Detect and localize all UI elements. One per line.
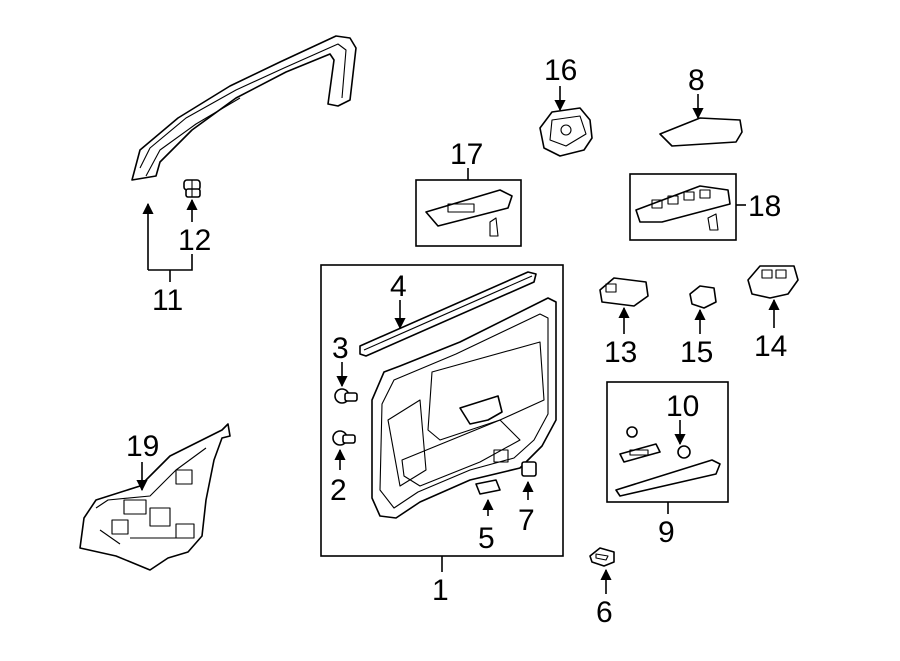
callout-15: 15 — [680, 336, 713, 369]
part-9-inner-handle-assembly — [615, 426, 721, 497]
part-3-clip — [334, 388, 358, 404]
part-8-armrest-pad — [659, 117, 743, 147]
part-13-switch — [599, 277, 649, 307]
part-4-weatherstrip — [359, 271, 537, 357]
part-7-cap — [521, 461, 537, 477]
part-16-actuator — [539, 107, 593, 157]
leader-11-12 — [142, 198, 198, 282]
callout-6: 6 — [596, 596, 613, 629]
part-6-cover — [589, 547, 615, 567]
part-11-window-sash-molding — [131, 35, 357, 181]
callout-1: 1 — [432, 574, 449, 607]
part-18-master-switch-panel — [635, 185, 731, 231]
callout-14: 14 — [754, 330, 787, 363]
callout-2: 2 — [330, 474, 347, 507]
callout-12: 12 — [178, 224, 211, 257]
callout-8: 8 — [688, 64, 705, 97]
assembly-18-box — [629, 173, 737, 241]
part-15-switch — [689, 285, 717, 309]
callout-5: 5 — [478, 522, 495, 555]
callout-18: 18 — [748, 190, 781, 223]
callout-7: 7 — [518, 504, 535, 537]
part-19-door-insulator — [79, 423, 231, 571]
part-2-screw — [332, 430, 356, 446]
callout-13: 13 — [604, 336, 637, 369]
callout-19: 19 — [126, 430, 159, 463]
part-12-clip — [183, 179, 201, 198]
callout-4: 4 — [390, 270, 407, 303]
callout-16: 16 — [544, 54, 577, 87]
callout-9: 9 — [658, 516, 675, 549]
callout-11: 11 — [152, 284, 183, 317]
part-10-clip — [677, 445, 691, 459]
callout-10: 10 — [666, 390, 699, 423]
part-5-cover — [475, 479, 501, 495]
callout-3: 3 — [332, 332, 349, 365]
door-trim-panel — [371, 297, 557, 519]
callout-17: 17 — [450, 138, 483, 171]
part-14-switch — [747, 265, 799, 299]
part-17-switch-panel — [425, 189, 513, 237]
